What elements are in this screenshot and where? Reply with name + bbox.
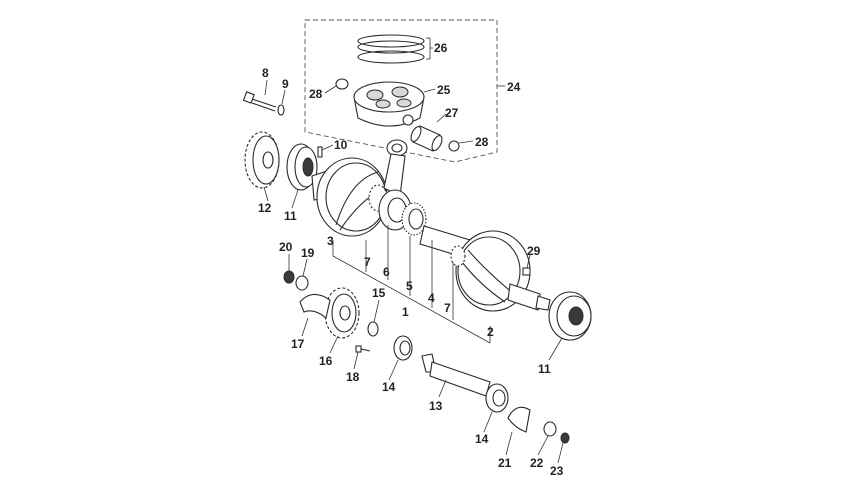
timing-sprocket bbox=[244, 131, 280, 189]
nut-20 bbox=[283, 270, 295, 284]
assembly-lines bbox=[332, 225, 491, 344]
main-bearing-right bbox=[548, 291, 592, 341]
callout-2: 2 bbox=[487, 325, 494, 339]
balancer-shaft bbox=[421, 353, 491, 397]
callout-9: 9 bbox=[282, 77, 289, 91]
callout-12: 12 bbox=[258, 201, 272, 215]
callout-25: 25 bbox=[437, 83, 451, 97]
woodruff-key bbox=[317, 146, 323, 158]
washer-19 bbox=[295, 275, 309, 291]
piston bbox=[353, 81, 425, 127]
callout-20: 20 bbox=[279, 240, 293, 254]
bushing-15 bbox=[367, 321, 379, 337]
callout-11b: 11 bbox=[538, 362, 551, 376]
bolt bbox=[242, 91, 277, 112]
nut-23 bbox=[560, 432, 570, 444]
callout-17: 17 bbox=[291, 337, 305, 351]
callout-28a: 28 bbox=[309, 87, 323, 101]
callout-27: 27 bbox=[445, 106, 459, 120]
callout-3: 3 bbox=[327, 234, 334, 248]
balancer-bearing-left bbox=[393, 335, 413, 361]
callout-11a: 11 bbox=[284, 209, 297, 223]
crank-shaft-right bbox=[507, 283, 551, 311]
callout-18: 18 bbox=[346, 370, 360, 384]
balancer-bearing-right bbox=[485, 383, 509, 413]
flywheel-bearing-right bbox=[450, 245, 466, 267]
piston-kit-box bbox=[304, 19, 498, 163]
callout-13: 13 bbox=[429, 399, 443, 413]
circlip-right bbox=[448, 140, 460, 152]
callout-28b: 28 bbox=[475, 135, 489, 149]
callout-15: 15 bbox=[372, 286, 386, 300]
callout-22: 22 bbox=[530, 456, 544, 470]
crank-nut bbox=[522, 267, 531, 276]
callout-6: 6 bbox=[383, 265, 390, 279]
flywheel-left bbox=[316, 157, 388, 237]
piston-rings bbox=[357, 34, 425, 64]
callout-23: 23 bbox=[550, 464, 564, 478]
callout-10: 10 bbox=[334, 138, 348, 152]
spring-washer bbox=[277, 104, 285, 116]
callout-29: 29 bbox=[527, 244, 541, 258]
callout-21: 21 bbox=[498, 456, 512, 470]
callout-19: 19 bbox=[301, 246, 315, 260]
balance-weight bbox=[299, 293, 331, 319]
balance-weight-right bbox=[507, 406, 531, 433]
circlip-left bbox=[335, 78, 349, 90]
callout-7b: 7 bbox=[444, 301, 451, 315]
leader-lines bbox=[263, 37, 564, 464]
bolt-18 bbox=[355, 345, 371, 353]
piston-pin bbox=[410, 125, 443, 152]
callout-16: 16 bbox=[319, 354, 333, 368]
washer-22 bbox=[543, 421, 557, 437]
balancer-gear bbox=[324, 287, 360, 339]
main-bearing-left bbox=[286, 143, 318, 191]
callout-7a: 7 bbox=[364, 255, 371, 269]
callout-5: 5 bbox=[406, 279, 413, 293]
callout-26: 26 bbox=[434, 41, 448, 55]
callout-4: 4 bbox=[428, 291, 435, 305]
callout-24: 24 bbox=[507, 80, 521, 94]
callout-14b: 14 bbox=[475, 432, 489, 446]
callouts: 1 2 3 4 5 6 7 7 8 9 10 11 11 12 13 14 14… bbox=[258, 41, 564, 478]
callout-14a: 14 bbox=[382, 380, 396, 394]
callout-8: 8 bbox=[262, 66, 269, 80]
needle-bearing bbox=[401, 202, 427, 236]
callout-1: 1 bbox=[402, 305, 409, 319]
